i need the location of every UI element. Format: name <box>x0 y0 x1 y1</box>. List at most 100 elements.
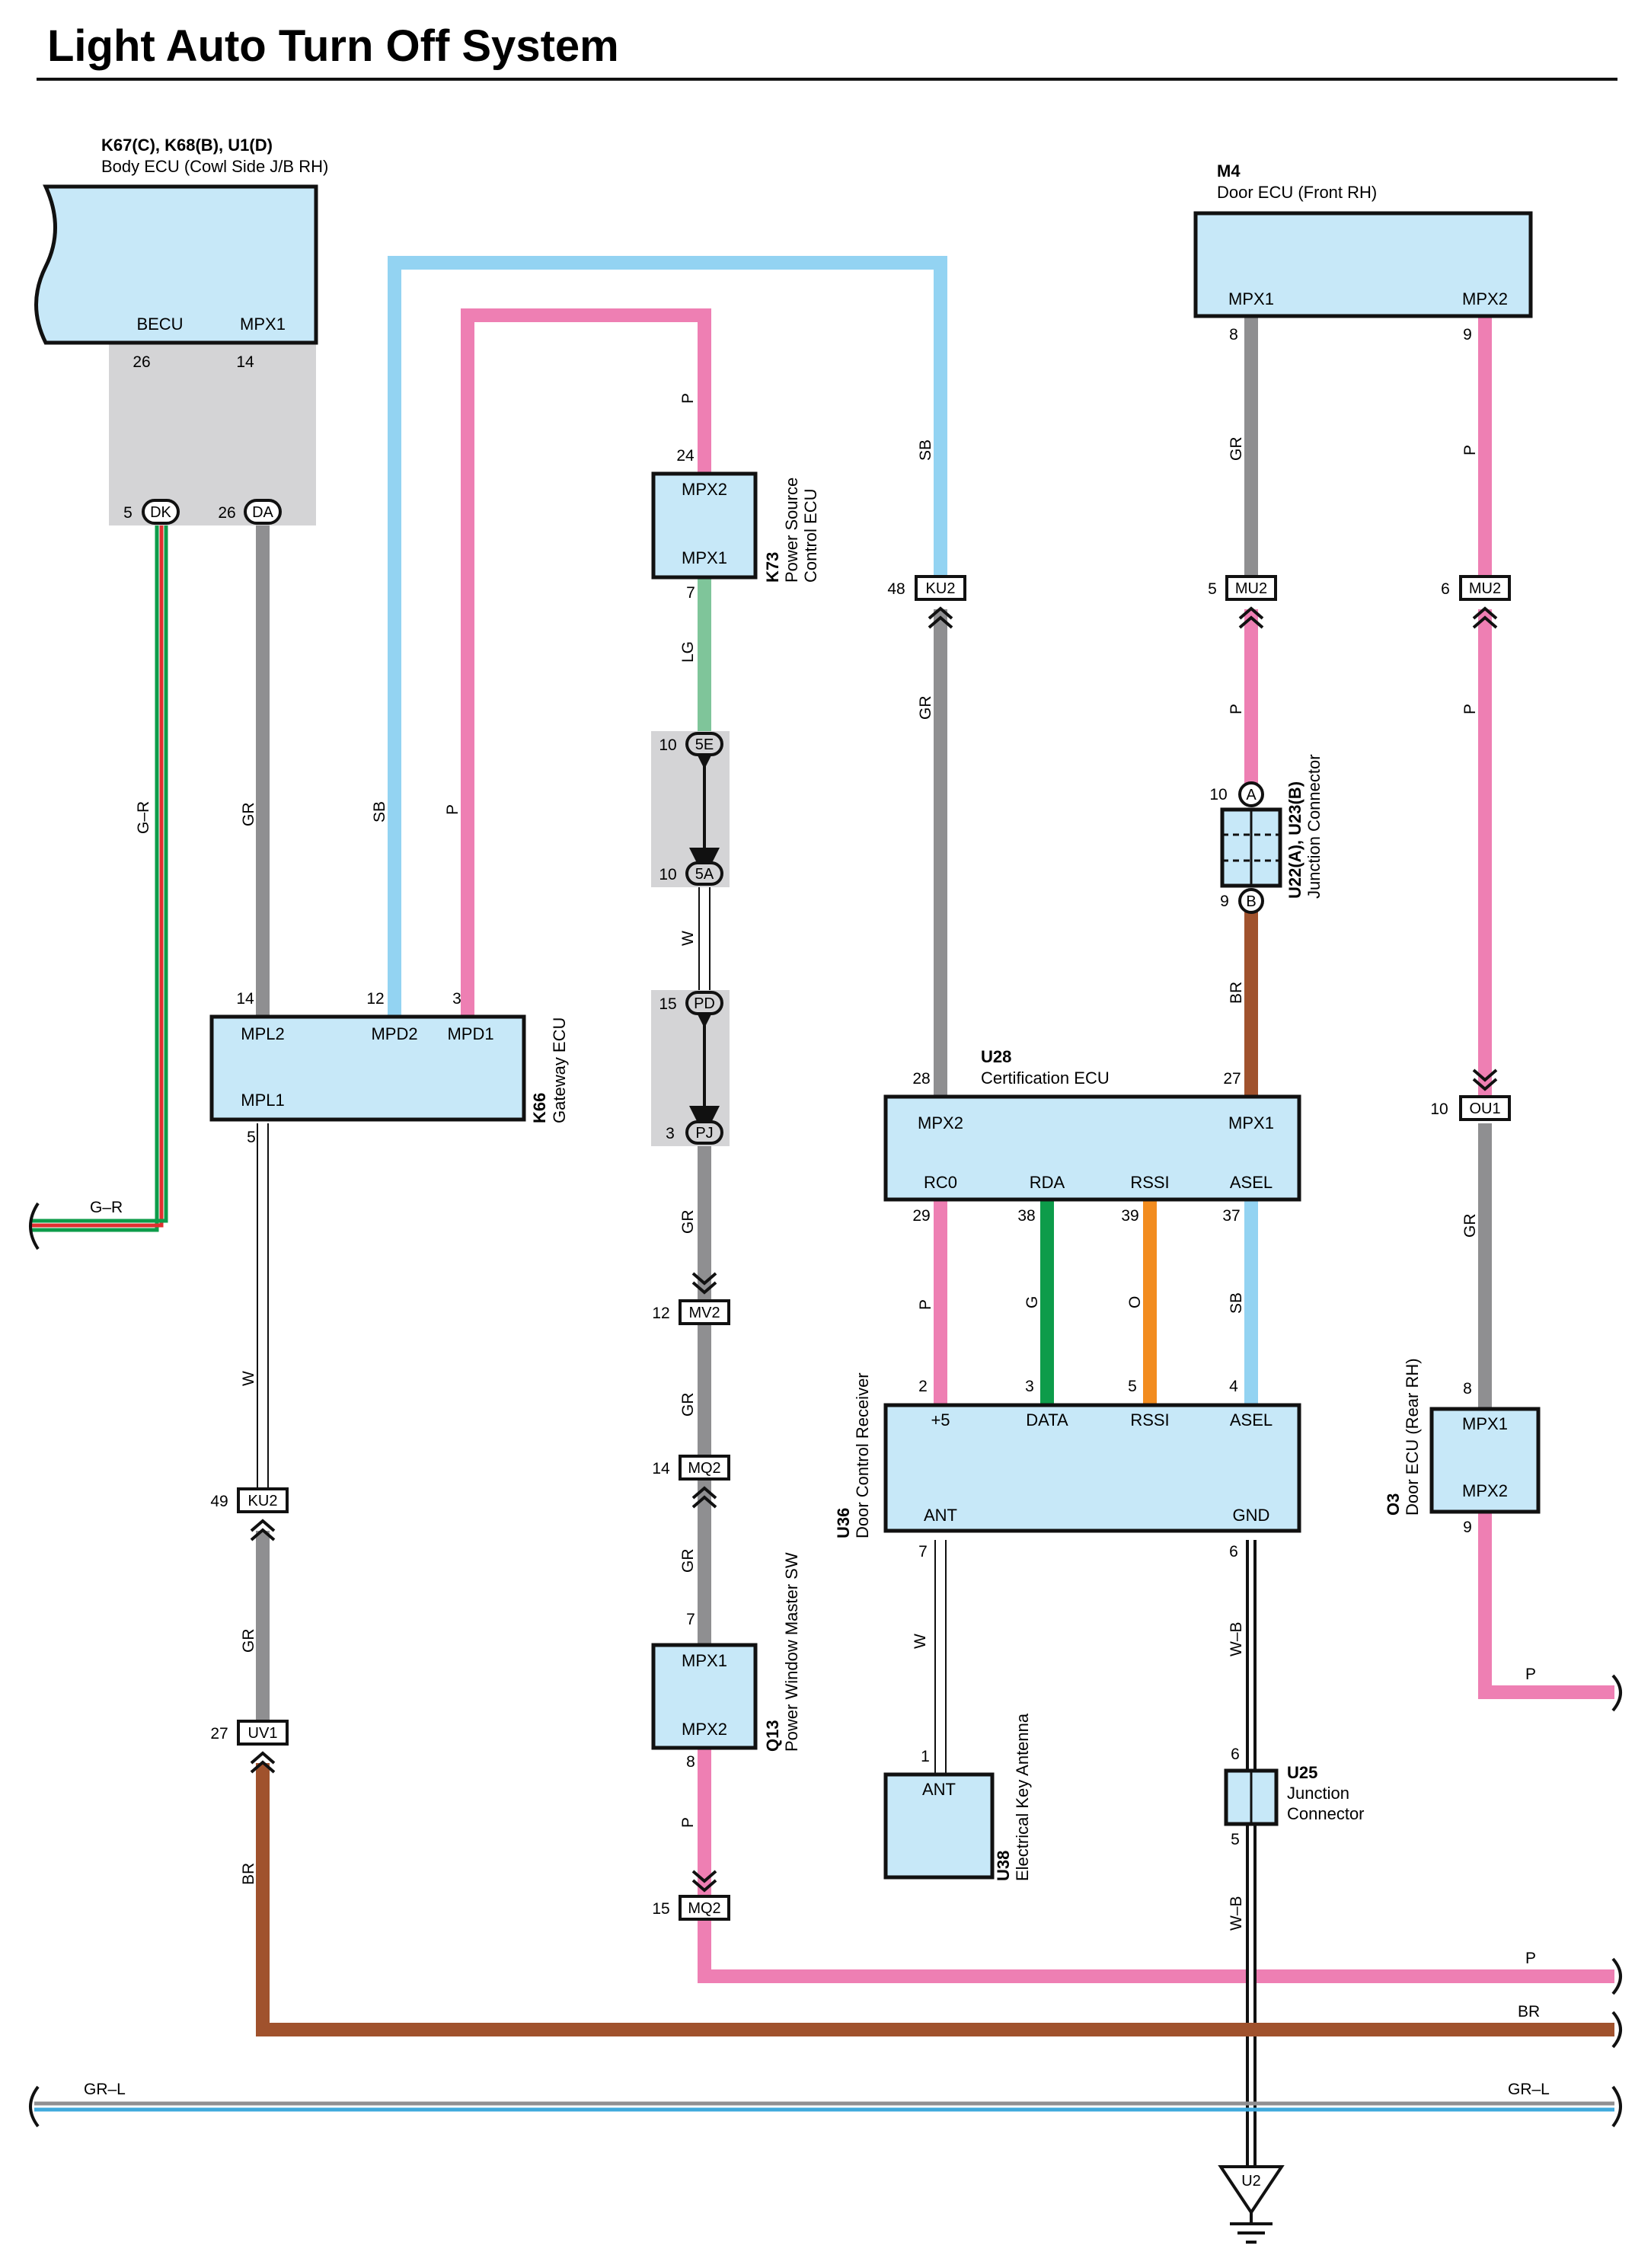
svg-text:MPL2: MPL2 <box>241 1024 284 1043</box>
svg-text:7: 7 <box>918 1543 928 1560</box>
svg-text:KU2: KU2 <box>248 1493 278 1509</box>
svg-text:5: 5 <box>247 1129 256 1146</box>
svg-text:MV2: MV2 <box>688 1305 720 1321</box>
svg-text:26: 26 <box>218 504 235 522</box>
svg-text:5: 5 <box>1231 1831 1240 1848</box>
gateway-ecu: MPL2 MPD2 MPD1 MPL1 14 12 3 5 K66 Gatewa… <box>209 990 569 1146</box>
svg-text:3: 3 <box>666 1125 675 1142</box>
svg-text:5: 5 <box>1128 1378 1137 1395</box>
body-ecu-pin-26: 26 <box>133 353 150 371</box>
connector-block-5e-5a: 5E 10 5A 10 <box>651 731 730 887</box>
svg-text:MPX1: MPX1 <box>1462 1414 1508 1433</box>
svg-text:O3: O3 <box>1384 1493 1403 1516</box>
svg-text:U38: U38 <box>994 1851 1013 1881</box>
svg-text:U25: U25 <box>1287 1763 1317 1782</box>
connector-ku2-top: KU2 48 <box>887 575 966 629</box>
svg-text:BR: BR <box>1518 2003 1540 2020</box>
svg-text:29: 29 <box>912 1207 930 1225</box>
svg-text:GND: GND <box>1233 1506 1270 1525</box>
svg-text:10: 10 <box>659 866 676 883</box>
svg-text:U22(A), U23(B): U22(A), U23(B) <box>1285 781 1304 899</box>
svg-text:6: 6 <box>1231 1746 1240 1763</box>
svg-text:10: 10 <box>659 736 676 754</box>
svg-text:RC0: RC0 <box>924 1173 957 1192</box>
svg-text:ANT: ANT <box>922 1780 956 1799</box>
svg-text:P: P <box>1525 1950 1536 1967</box>
svg-text:6: 6 <box>1441 580 1450 598</box>
svg-text:24: 24 <box>676 447 695 465</box>
svg-text:B: B <box>1246 893 1256 910</box>
svg-text:MPX1: MPX1 <box>1228 289 1274 308</box>
connector-mu2-a: MU2 5 <box>1208 575 1277 629</box>
svg-text:W: W <box>912 1634 929 1649</box>
svg-text:GR–L: GR–L <box>1508 2081 1550 2098</box>
svg-text:P: P <box>1525 1666 1536 1683</box>
svg-text:GR: GR <box>679 1549 697 1573</box>
svg-text:49: 49 <box>210 1493 228 1510</box>
svg-text:U28: U28 <box>981 1047 1011 1066</box>
svg-text:Door ECU (Rear RH): Door ECU (Rear RH) <box>1403 1358 1422 1516</box>
svg-text:37: 37 <box>1222 1207 1240 1225</box>
connector-mu2-b: MU2 6 <box>1441 575 1511 629</box>
svg-text:W–B: W–B <box>1228 1896 1245 1931</box>
svg-text:P: P <box>679 1817 697 1828</box>
svg-text:A: A <box>1246 787 1257 803</box>
svg-text:MPX1: MPX1 <box>682 548 727 567</box>
svg-text:8: 8 <box>686 1753 695 1771</box>
svg-text:5E: 5E <box>695 736 714 753</box>
svg-text:7: 7 <box>686 1611 695 1628</box>
svg-text:MPX2: MPX2 <box>1462 289 1508 308</box>
connector-ku2-left: KU2 49 <box>210 1487 289 1541</box>
svg-text:MPX2: MPX2 <box>1462 1481 1508 1500</box>
wire-gr-l-bus <box>34 2101 1614 2112</box>
svg-text:U2: U2 <box>1241 2173 1261 2190</box>
svg-text:G–R: G–R <box>135 801 152 834</box>
svg-text:MU2: MU2 <box>1235 580 1267 597</box>
svg-text:SB: SB <box>1228 1292 1245 1314</box>
svg-text:3: 3 <box>1025 1378 1034 1395</box>
door-control-receiver: +5 DATA RSSI ASEL ANT GND 2 3 5 4 7 6 U3… <box>834 1372 1301 1560</box>
svg-text:RSSI: RSSI <box>1130 1173 1169 1192</box>
svg-text:28: 28 <box>912 1070 930 1088</box>
svg-text:W: W <box>240 1371 257 1386</box>
svg-text:Door ECU (Front RH): Door ECU (Front RH) <box>1217 183 1377 202</box>
svg-text:U36: U36 <box>834 1508 853 1538</box>
body-ecu: K67(C), K68(B), U1(D) Body ECU (Cowl Sid… <box>34 136 328 525</box>
connector-mq2-bottom: MQ2 15 <box>652 1870 730 1921</box>
power-window-master-sw: MPX1 MPX2 7 8 Q13 Power Window Master SW <box>651 1552 801 1771</box>
connector-da: DA 26 <box>218 499 282 525</box>
connector-mv2: MV2 12 <box>652 1272 730 1325</box>
svg-text:SB: SB <box>917 439 934 461</box>
connector-mq2-top: MQ2 14 <box>652 1455 730 1509</box>
svg-text:MQ2: MQ2 <box>688 1460 720 1477</box>
door-ecu-rear: MPX1 MPX2 8 9 O3 Door ECU (Rear RH) <box>1384 1358 1541 1536</box>
svg-text:K66: K66 <box>530 1093 549 1123</box>
svg-text:Power Window Master SW: Power Window Master SW <box>782 1552 801 1752</box>
junction-connector-u25: 6 5 U25 Junction Connector <box>1224 1746 1365 1848</box>
svg-text:Junction Connector: Junction Connector <box>1304 754 1324 899</box>
svg-text:MPX1: MPX1 <box>682 1651 727 1670</box>
wire-g-r <box>30 525 168 1232</box>
svg-text:P: P <box>1461 445 1479 455</box>
svg-text:+5: +5 <box>931 1410 950 1429</box>
connector-uv1: UV1 27 <box>210 1720 289 1774</box>
connector-ou1: OU1 10 <box>1430 1069 1511 1121</box>
svg-text:1: 1 <box>921 1748 930 1765</box>
certification-ecu: U28 Certification ECU MPX2 MPX1 RC0 RDA … <box>883 1047 1301 1225</box>
svg-text:G: G <box>1023 1296 1041 1308</box>
svg-text:MPX2: MPX2 <box>918 1113 963 1132</box>
svg-text:10: 10 <box>1430 1100 1448 1118</box>
svg-text:2: 2 <box>918 1378 928 1395</box>
svg-text:SB: SB <box>371 801 388 823</box>
svg-text:15: 15 <box>659 995 676 1013</box>
wire-sb-gateway-ku2 <box>388 256 947 1017</box>
svg-text:GR: GR <box>679 1393 697 1417</box>
svg-text:8: 8 <box>1463 1380 1472 1398</box>
svg-text:8: 8 <box>1229 326 1238 343</box>
svg-text:MQ2: MQ2 <box>688 1900 720 1917</box>
svg-text:10: 10 <box>1209 786 1227 803</box>
svg-text:Power Source: Power Source <box>782 478 801 583</box>
svg-text:P: P <box>1228 704 1245 714</box>
svg-text:K73: K73 <box>763 552 782 583</box>
door-ecu-front: M4 Door ECU (Front RH) MPX1 MPX2 8 9 <box>1193 161 1533 343</box>
